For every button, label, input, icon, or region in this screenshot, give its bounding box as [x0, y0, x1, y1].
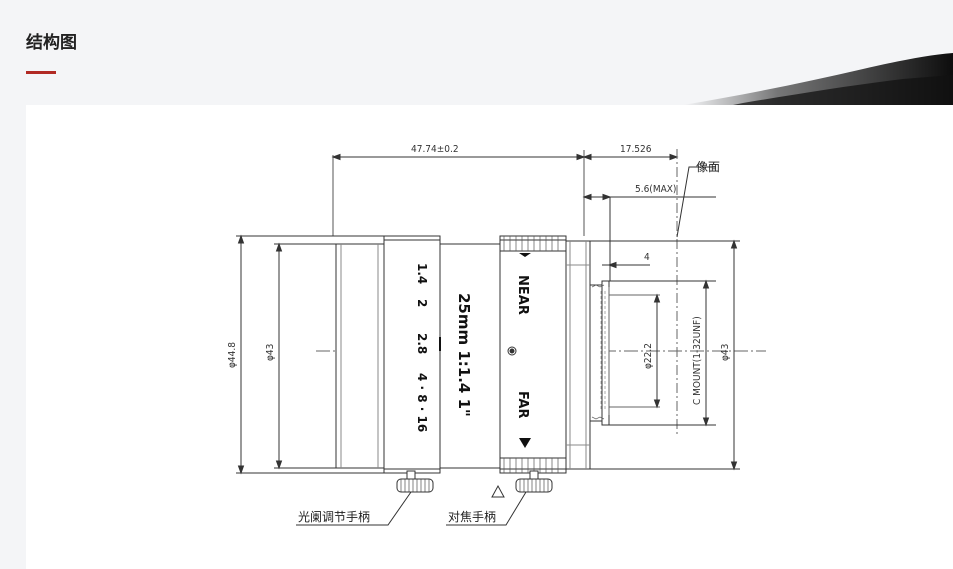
dim-thread-depth: 4	[644, 252, 650, 263]
engraving-near: NEAR	[515, 275, 530, 315]
dim-max-protrusion: 5.6(MAX)	[635, 184, 676, 195]
dim-length: 47.74±0.2	[411, 144, 459, 155]
brush-stroke-decoration	[683, 53, 953, 107]
dim-body-dia: φ43	[265, 344, 276, 361]
near-arrow-icon	[519, 253, 531, 257]
diagram-panel: 47.74±0.2 17.526 5.6(MAX) 像面 4 φ44.8 φ43…	[26, 105, 953, 569]
far-arrow-icon	[519, 438, 531, 448]
engraving-model: 25mm 1:1.4 1"	[455, 293, 473, 417]
iris-handle-label: 光阑调节手柄	[298, 509, 370, 524]
dim-rear-body-dia: φ43	[720, 344, 731, 361]
lens-structure-diagram: 47.74±0.2 17.526 5.6(MAX) 像面 4 φ44.8 φ43…	[227, 144, 766, 526]
engraving-far: FAR	[515, 391, 530, 418]
dim-mount: C MOUNT(1-32UNF)	[692, 316, 703, 405]
image-plane-label: 像面	[696, 160, 720, 174]
f-number-4: 4 · 8 · 16	[415, 373, 429, 432]
focus-knob	[515, 470, 553, 493]
dim-rear-dia: φ22.2	[643, 343, 654, 369]
f-number-2: 2	[415, 299, 429, 307]
dim-outer-dia: φ44.8	[227, 342, 238, 368]
f-number-1: 1.4	[415, 263, 429, 284]
section-title: 结构图	[26, 33, 77, 53]
dim-flange: 17.526	[620, 144, 652, 155]
title-underline	[26, 71, 56, 74]
iris-knob	[396, 470, 434, 493]
focus-handle-label: 对焦手柄	[448, 510, 496, 524]
f-number-3: 2.8	[415, 333, 429, 354]
